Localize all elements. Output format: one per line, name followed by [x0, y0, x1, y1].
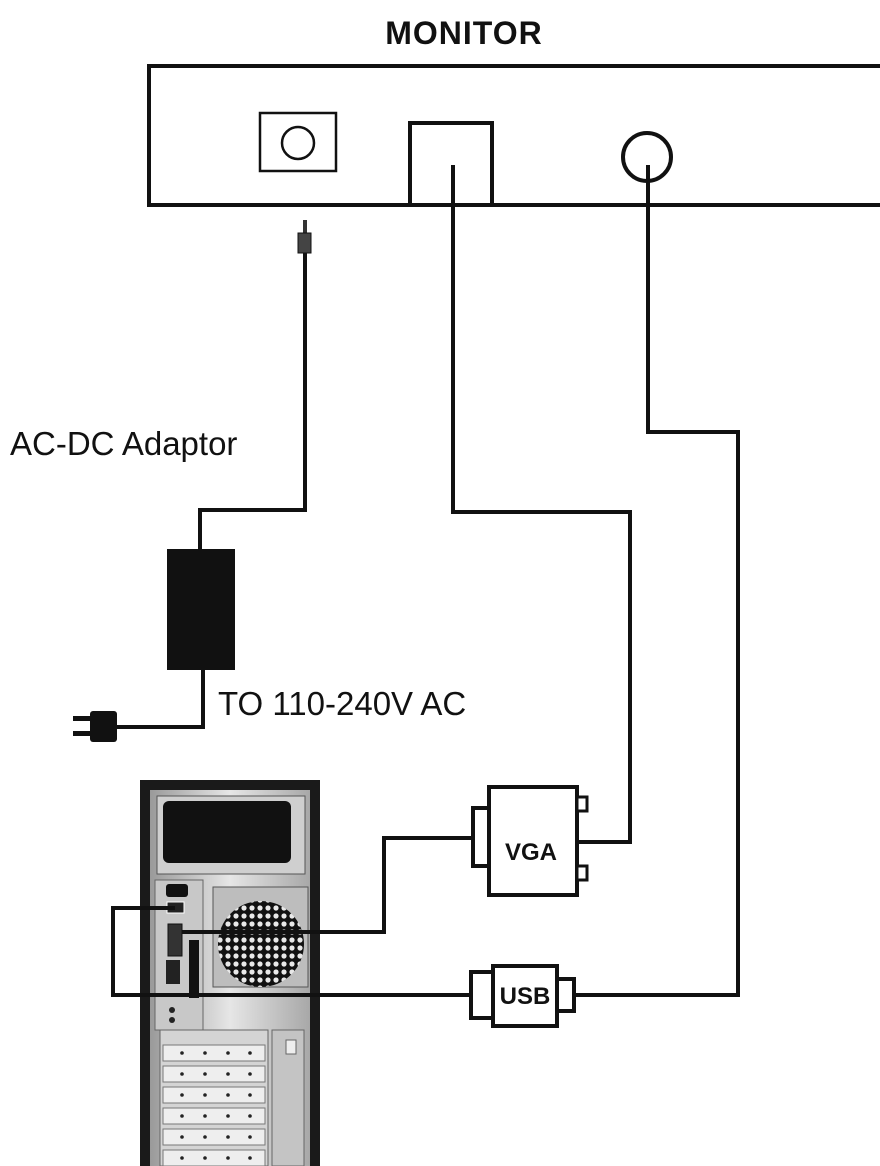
fan-grille-icon: [218, 901, 304, 987]
dc-power-port: [258, 111, 338, 173]
vga-cable-monitor-side: [451, 165, 632, 844]
usb-connector-label: USB: [500, 983, 551, 1010]
usb-cable-pc-side: [111, 906, 471, 997]
ac-power-cable: [115, 670, 205, 729]
usb-cable-monitor-side: [574, 165, 740, 997]
monitor-outline: [147, 64, 880, 207]
ps2-port: [166, 884, 188, 897]
usb-connector: USB: [469, 964, 576, 1028]
ac-dc-adaptor-block: [167, 549, 235, 670]
dc-plug-icon: [297, 220, 312, 254]
adaptor-label: AC-DC Adaptor: [10, 425, 237, 462]
ac-plug-icon: [73, 711, 117, 742]
dc-power-cable: [198, 253, 307, 550]
vga-connector: VGA: [471, 785, 589, 897]
psu-slot: [163, 801, 291, 863]
vga-connector-label: VGA: [505, 839, 557, 866]
monitor-unit: [147, 64, 880, 207]
ac-input-label: TO 110-240V AC: [218, 685, 466, 722]
expansion-slots: [159, 1029, 269, 1166]
pc-vga-port-icon: [167, 923, 183, 957]
pc-tower: [140, 780, 320, 1166]
monitor-title: MONITOR: [385, 15, 543, 51]
vga-cable-pc-side: [182, 836, 473, 934]
